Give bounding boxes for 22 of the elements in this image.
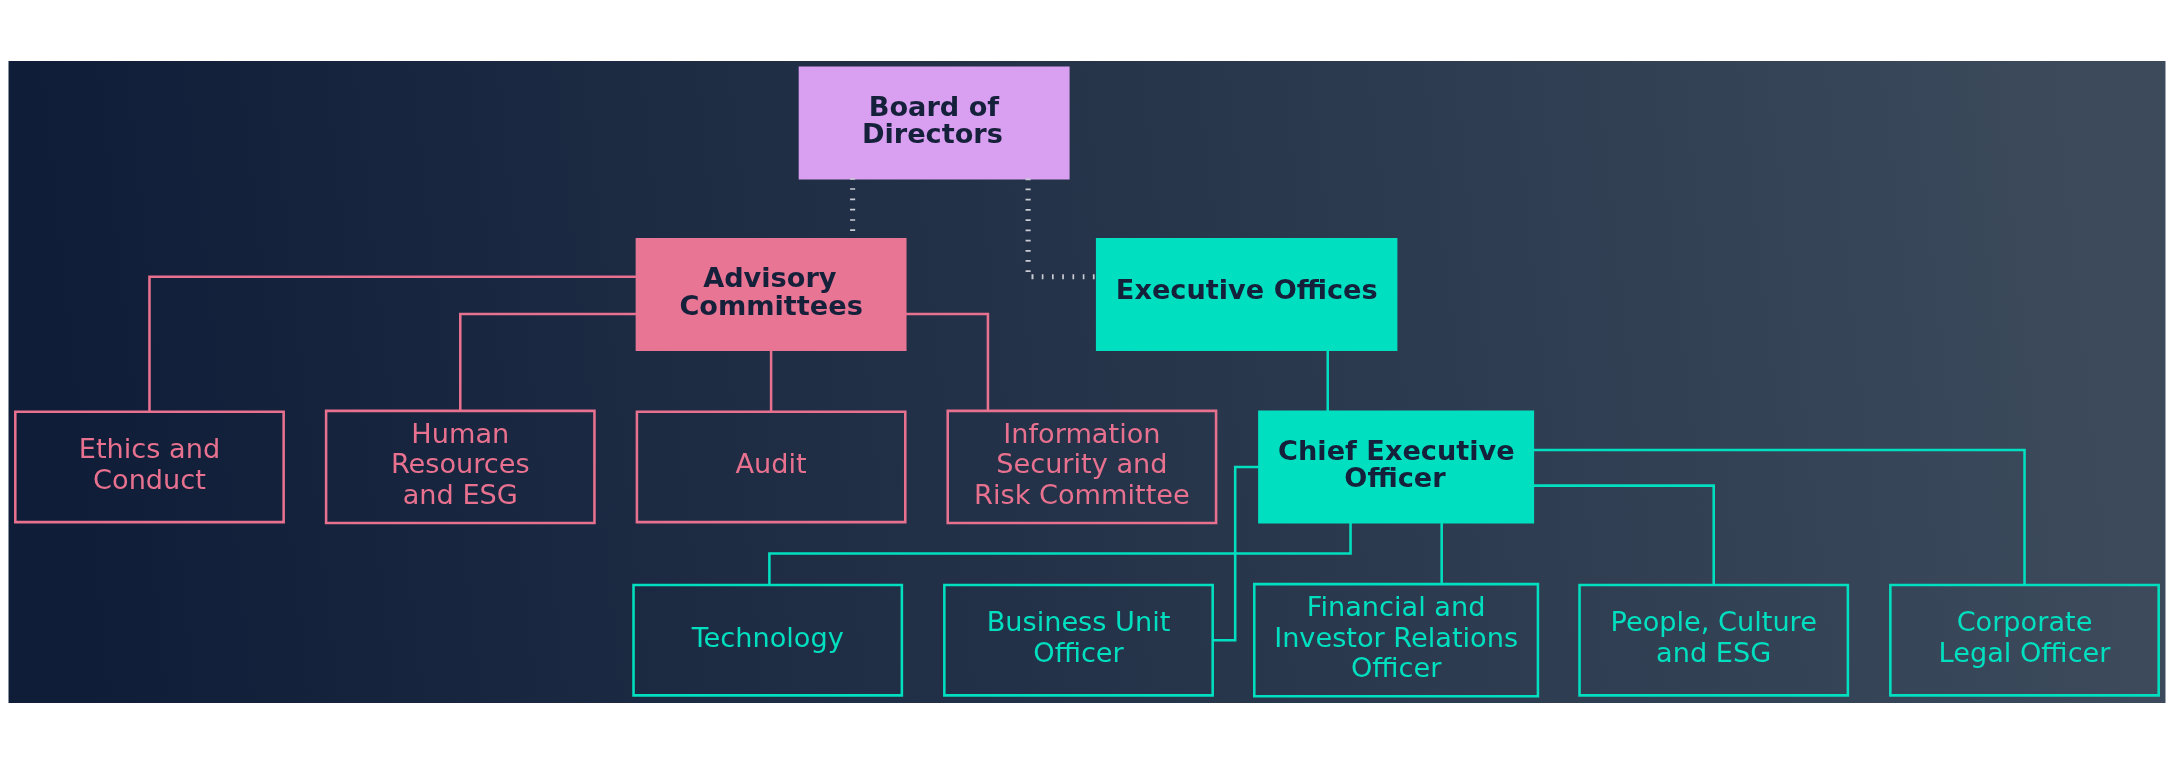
node-box: Technology [632,583,904,697]
connector [1326,349,1330,412]
node-box: Audit [635,409,907,523]
connector [1533,483,1715,585]
connector [769,349,773,412]
connector [905,312,990,411]
node-box: Chief Executive Officer [1258,409,1535,523]
node-box: Board of Directors [798,66,1070,179]
connector [148,274,637,411]
node-box: Human Resources and ESG [324,409,596,524]
node-box: Executive Offices [1095,237,1398,351]
node-box: Information Security and Risk Committee [946,409,1218,524]
connector [1025,178,1097,279]
node-box: Ethics and Conduct [14,409,285,523]
node-box: Financial and Investor Relations Officer [1253,582,1540,697]
connector [1533,448,2026,585]
connector [459,312,637,411]
node-box: Advisory Committees [635,237,907,351]
node-box: Corporate Legal Officer [1889,583,2160,697]
node-box: Business Unit Officer [943,583,1214,697]
node-box: People, Culture and ESG [1578,583,1850,697]
connector [1440,521,1443,584]
